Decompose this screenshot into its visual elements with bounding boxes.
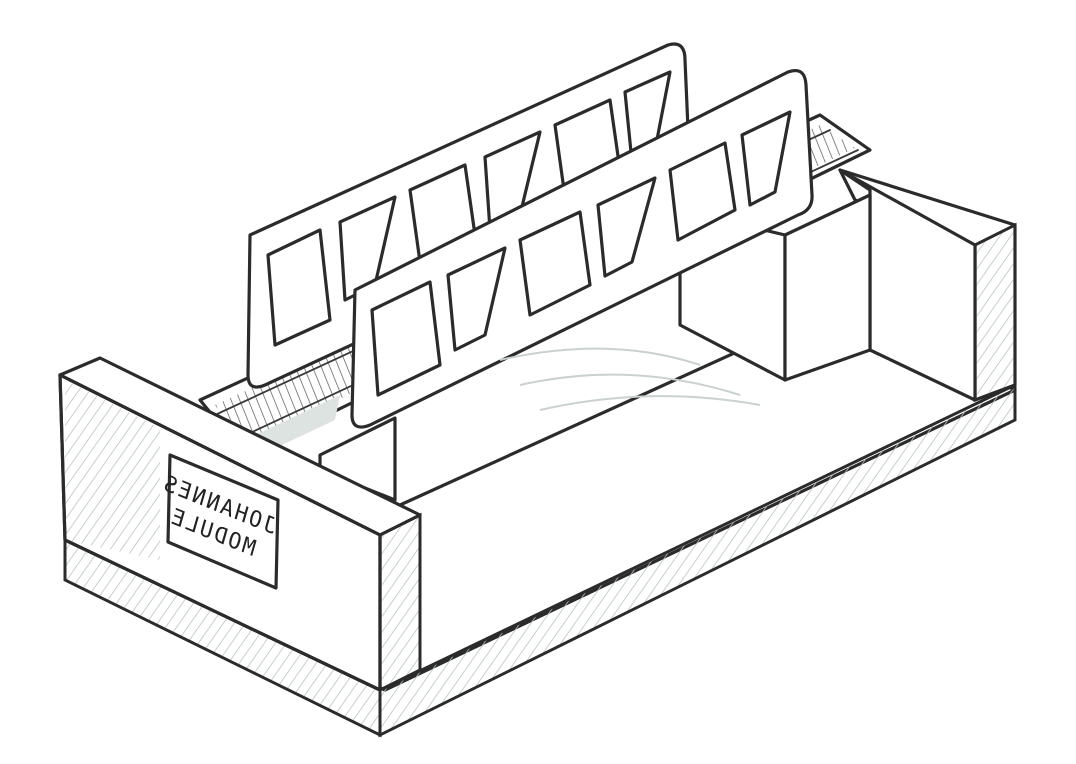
front-truss-openings bbox=[370, 110, 792, 397]
floor-shading bbox=[499, 347, 761, 411]
front-truss bbox=[350, 68, 814, 429]
right-abutment bbox=[838, 168, 1017, 403]
